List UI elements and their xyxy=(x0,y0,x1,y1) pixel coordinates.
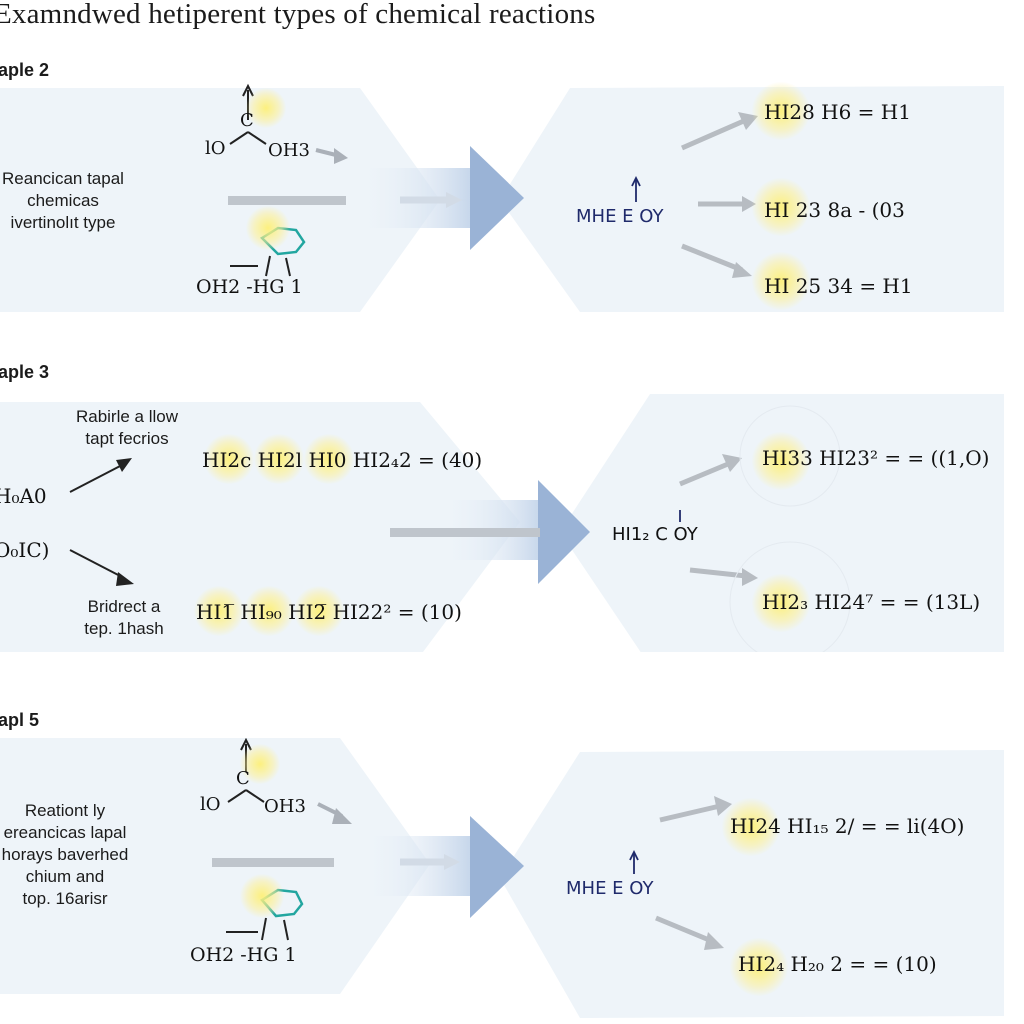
highlight-glow xyxy=(752,574,810,632)
highlight-glow xyxy=(294,586,344,636)
product-formula: HI2₃ HI24⁷ = = (13L) xyxy=(762,590,981,614)
description-line: top. 16arisr xyxy=(22,889,108,908)
section-2-graphics xyxy=(0,394,1004,652)
big-arrow-head-icon xyxy=(538,480,590,584)
small-arrow-icon xyxy=(332,808,352,824)
description-line: Reancican tapal xyxy=(2,169,124,188)
highlight-glow xyxy=(752,432,810,490)
section-description-bottom: Bridrect a tep. 1hash xyxy=(54,596,194,640)
molecule-atom-c: C xyxy=(240,110,254,131)
grey-bar xyxy=(228,196,346,205)
highlight-glow xyxy=(304,434,354,484)
highlight-glow xyxy=(752,178,810,236)
molecule-atom-right: OH3 xyxy=(268,140,310,161)
arrow-shaft xyxy=(360,836,470,896)
reactant-label: O₀IC) xyxy=(0,538,50,562)
section-description: Reationt ly ereancicas lapal horays bave… xyxy=(0,800,130,910)
molecule-atom-left: lO xyxy=(200,794,221,815)
product-formula: HI33 HI23² = = ((1,O) xyxy=(762,446,990,470)
highlight-glow xyxy=(722,798,780,856)
highlight-glow xyxy=(752,82,810,140)
arrow-icon xyxy=(116,458,132,472)
reactant-formula: HI1̅ HI₉₀ HI2̅ HI22² = (10) xyxy=(196,600,462,624)
product-formula: HI 25 34 = H1 xyxy=(764,274,913,298)
grey-bar xyxy=(212,858,334,867)
highlight-glow xyxy=(246,88,286,128)
reaction-section-2: Rabirle a llow tapt fecrios Bridrect a t… xyxy=(0,392,1024,652)
right-panel xyxy=(560,394,1004,652)
product-formula: HI28 H6 = H1 xyxy=(764,100,911,124)
product-formula: HI24 HI₁₅ 2/ = = li(4O) xyxy=(730,814,965,838)
highlight-glow xyxy=(240,744,280,784)
molecule-bottom-label: OH2 -HG 1 xyxy=(190,944,297,966)
left-panel xyxy=(0,402,520,652)
highlight-glow xyxy=(254,434,304,484)
section-label-2: aple 3 xyxy=(0,362,50,382)
section-3-graphics xyxy=(0,738,1004,1018)
molecule-atom-right: OH3 xyxy=(264,796,306,817)
section-description-top: Rabirle a llow tapt fecrios xyxy=(54,406,200,450)
big-arrow-head-icon xyxy=(470,816,524,918)
right-panel xyxy=(500,750,1004,1018)
reaction-section-1: C lO OH3 OH2 -HG 1 Reancican tapal chemi… xyxy=(0,80,1024,340)
big-arrow-head-icon xyxy=(470,146,524,250)
description-line: Bridrect a xyxy=(87,597,161,616)
highlight-glow xyxy=(752,252,810,310)
intermediate-molecule: HI1₂ C OY xyxy=(612,524,698,545)
highlight-glow xyxy=(194,586,244,636)
description-line: horays baverhed xyxy=(1,845,129,864)
arrow-icon xyxy=(116,572,134,586)
small-arrow-icon xyxy=(334,148,348,164)
section-description: Reancican tapal chemicas ivertinolıt typ… xyxy=(0,168,126,234)
description-line: tapt fecrios xyxy=(85,429,169,448)
description-line: Reationt ly xyxy=(24,801,106,820)
highlight-glow xyxy=(204,434,254,484)
reactant-formula: HI2c HI2l HI0 HI2₄2 = (40) xyxy=(202,448,483,472)
molecule-atom-c: C xyxy=(236,768,250,789)
section-label-3: apl 5 xyxy=(0,710,40,730)
product-formula: HI 23 8a - (03 xyxy=(764,198,905,222)
description-line: chemicas xyxy=(27,191,99,210)
reactant-label: H₀A0 xyxy=(0,484,47,508)
highlight-glow xyxy=(240,874,284,918)
page-title: Examndwed hetiperent types of chemical r… xyxy=(0,0,596,30)
description-line: ereancicas lapal xyxy=(3,823,127,842)
molecule-atom-left: lO xyxy=(205,138,226,159)
highlight-glow xyxy=(730,938,788,996)
intermediate-molecule: MHE E OY xyxy=(576,206,664,227)
left-panel xyxy=(0,88,440,312)
section-label-1: aple 2 xyxy=(0,60,50,80)
highlight-glow xyxy=(246,206,290,250)
description-line: Rabirle a llow xyxy=(75,407,179,426)
grey-bar xyxy=(390,528,540,537)
description-line: tep. 1hash xyxy=(84,619,164,638)
highlight-glow xyxy=(244,586,294,636)
molecule-bottom-label: OH2 -HG 1 xyxy=(196,276,303,298)
description-line: ivertinolıt type xyxy=(10,213,116,232)
product-formula: HI2₄ H₂₀ 2 = = (10) xyxy=(738,952,937,976)
reaction-section-3: C lO OH3 OH2 -HG 1 Reationt ly ereancica… xyxy=(0,738,1024,1018)
intermediate-molecule: MHE E OY xyxy=(566,878,654,899)
description-line: chium and xyxy=(25,867,105,886)
